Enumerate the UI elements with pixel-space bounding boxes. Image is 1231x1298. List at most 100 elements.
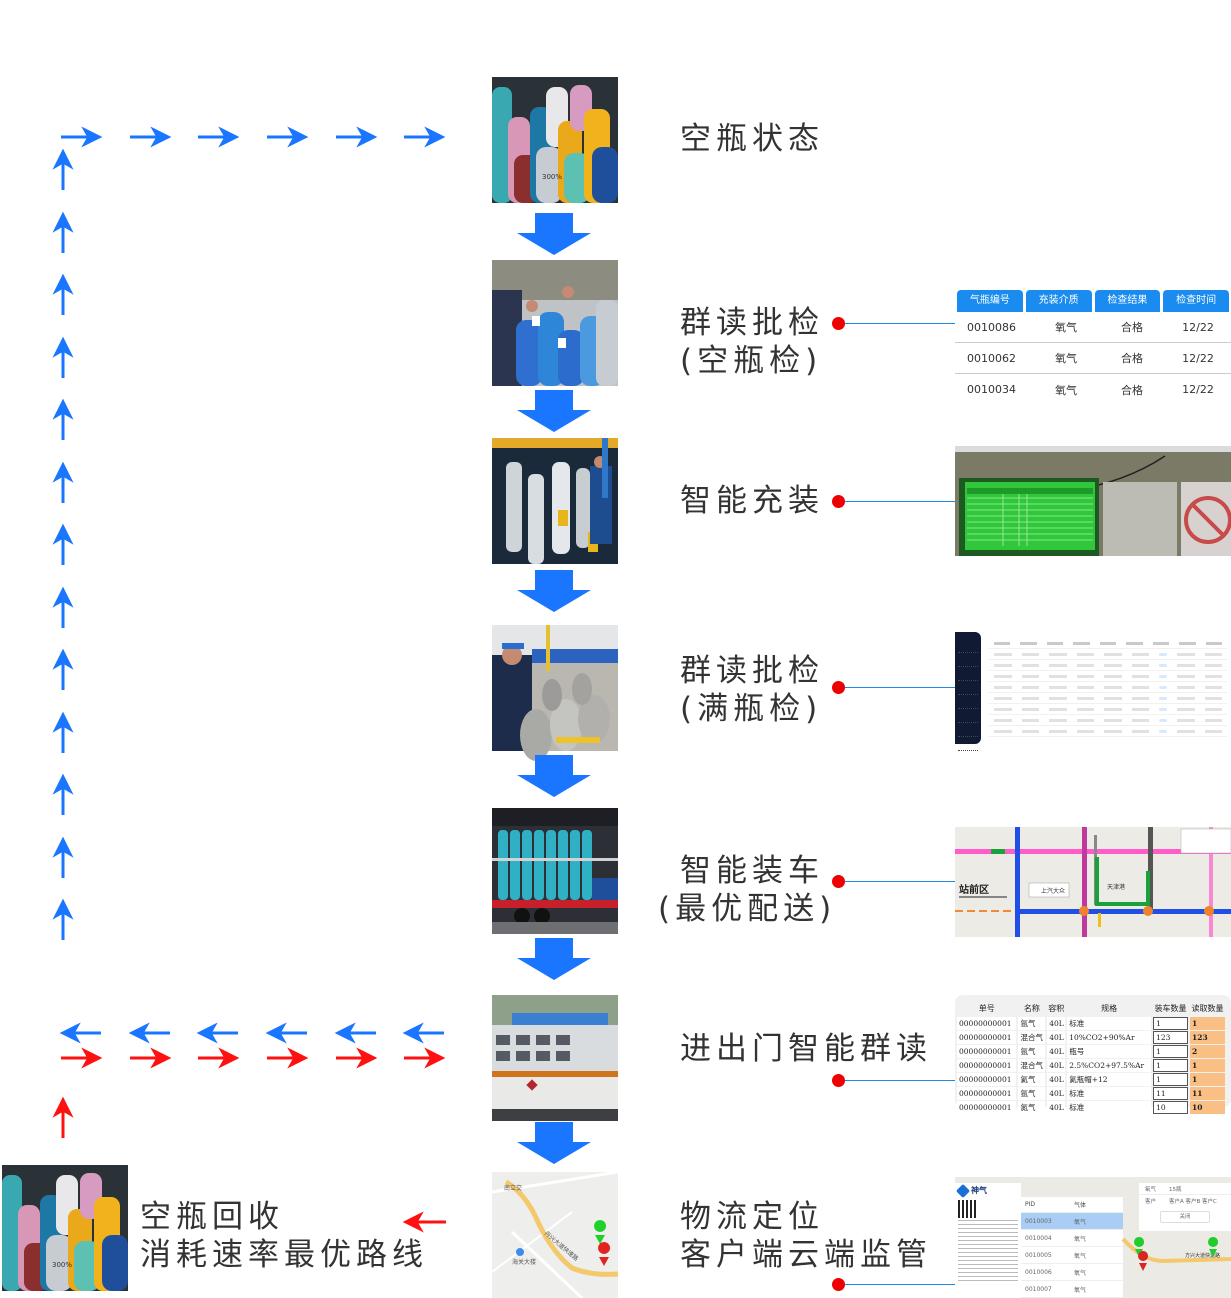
quantity-input[interactable]: 1 [1153,1045,1189,1058]
column-header: 读取数量 [1191,1003,1224,1013]
step-label-line: 进出门智能群读 [680,1031,932,1067]
quantity-input[interactable]: 1 [1153,1059,1189,1072]
arrow-up-icon [52,461,74,503]
step-photo-smart-loading [492,808,618,934]
column-header: 单号 [978,1003,995,1013]
table-cell: 标准 [1067,1017,1152,1030]
dashboard-row [989,726,1227,737]
table-cell: 12/22 [1182,320,1214,334]
step-photo-smart-filling [492,438,618,564]
table-cell: 40L [1047,1059,1066,1072]
dashboard-row [989,671,1227,682]
dashboard-row [989,649,1227,660]
quantity-input[interactable]: 1 [1153,1017,1189,1030]
table-cell: 氩气 [1018,1045,1046,1058]
recycle-label-line: 消耗速率最优路线 [140,1237,428,1273]
step-photo-group-read-empty [492,260,618,386]
info-popup: 氧气 15瓶 客户 客户A 客户B 客户C 关闭 [1139,1183,1231,1231]
dashboard-thumbnail [955,632,1231,751]
inspection-table-header: 气瓶编号 充装介质 检查结果 检查时间 [955,287,1231,312]
connector-line [845,1080,955,1081]
table-cell: 40L [1047,1031,1066,1044]
filling-station-image [492,438,618,564]
step-label-group-read-full: 群读批检 (满瓶检) [680,652,824,728]
arrow-right-icon [198,126,240,148]
quantity-input[interactable]: 1 [1153,1073,1189,1086]
step-label-empty-state: 空瓶状态 [680,120,824,158]
table-cell: 氮气 [1018,1101,1046,1114]
arrow-left-icon [59,1022,101,1044]
table-cell: 12/22 [1182,383,1214,396]
location-pin-green [1208,1237,1219,1257]
step-photo-group-read-full [492,625,618,761]
list-cell: 0010003 [1025,1217,1052,1225]
map-area-label: 站前区 [959,883,989,896]
column-header: 名称 [1023,1003,1040,1013]
filling-screen-photo [955,446,1231,556]
dashboard-row [989,660,1227,671]
table-cell: 氦气 [1018,1073,1046,1086]
table-cell: 氩气 [1018,1087,1046,1100]
arrow-up-icon [52,273,74,315]
dashboard-sidebar [955,632,981,751]
step-photo-empty-state: 300% [492,77,618,203]
dashboard-row [989,704,1227,715]
table-cell: 氧气 [1055,383,1077,397]
connector-dot [832,875,845,888]
step-label-line: 群读批检 [680,305,824,341]
arrow-right-icon [336,126,378,148]
table-cell: 40L [1047,1073,1066,1086]
column-header: 装车数量 [1154,1003,1187,1013]
arrow-left-icon [265,1022,307,1044]
table-cell: 40L [1047,1101,1066,1114]
truck-at-gate-image [492,995,618,1121]
step-label-line: 智能装车 [680,853,824,889]
table-cell: 0010086 [967,320,1016,334]
svg-text:300%: 300% [52,1261,72,1269]
down-arrow-icon [517,1122,591,1164]
full-cylinder-inspection-image [492,625,618,761]
quantity-input[interactable]: 123 [1153,1031,1189,1044]
brand-name: 神气 [971,1186,987,1195]
connector-line [845,501,955,502]
arrow-right-icon [404,126,446,148]
step-photo-gate-read [492,995,618,1121]
step-label-line: 智能充装 [680,483,824,519]
svg-text:南立交: 南立交 [504,1184,522,1192]
column-header: 检查结果 [1094,290,1161,312]
popup-close-button[interactable]: 关闭 [1160,1211,1210,1223]
table-cell: 10%CO2+90%Ar [1067,1031,1152,1044]
location-pin-red [1138,1251,1149,1271]
step-label-line: 群读批检 [680,653,824,689]
arrow-right-icon [130,1047,172,1069]
arrow-up-icon [52,398,74,440]
quantity-input[interactable]: 10 [1153,1101,1189,1114]
filling-screen-thumbnail [955,446,1231,556]
read-count-cell: 1 [1190,1059,1225,1072]
read-count-cell: 123 [1190,1031,1225,1044]
column-header: 充装介质 [1025,290,1092,312]
table-row: 0010034 氧气 合格 12/22 [955,374,1231,405]
table-cell: 0010062 [967,351,1016,365]
list-cell: 0010004 [1025,1234,1052,1242]
arrow-up-icon [52,1096,74,1138]
recycle-label: 空瓶回收 消耗速率最优路线 [140,1198,428,1274]
quantity-input[interactable]: 11 [1153,1087,1189,1100]
arrow-left-icon [128,1022,170,1044]
loaded-truck-image [492,808,618,934]
column-header: 检查时间 [1163,290,1229,312]
column-header: 容积 [1048,1003,1065,1013]
dashboard-row [989,693,1227,704]
arrow-right-icon [267,126,309,148]
